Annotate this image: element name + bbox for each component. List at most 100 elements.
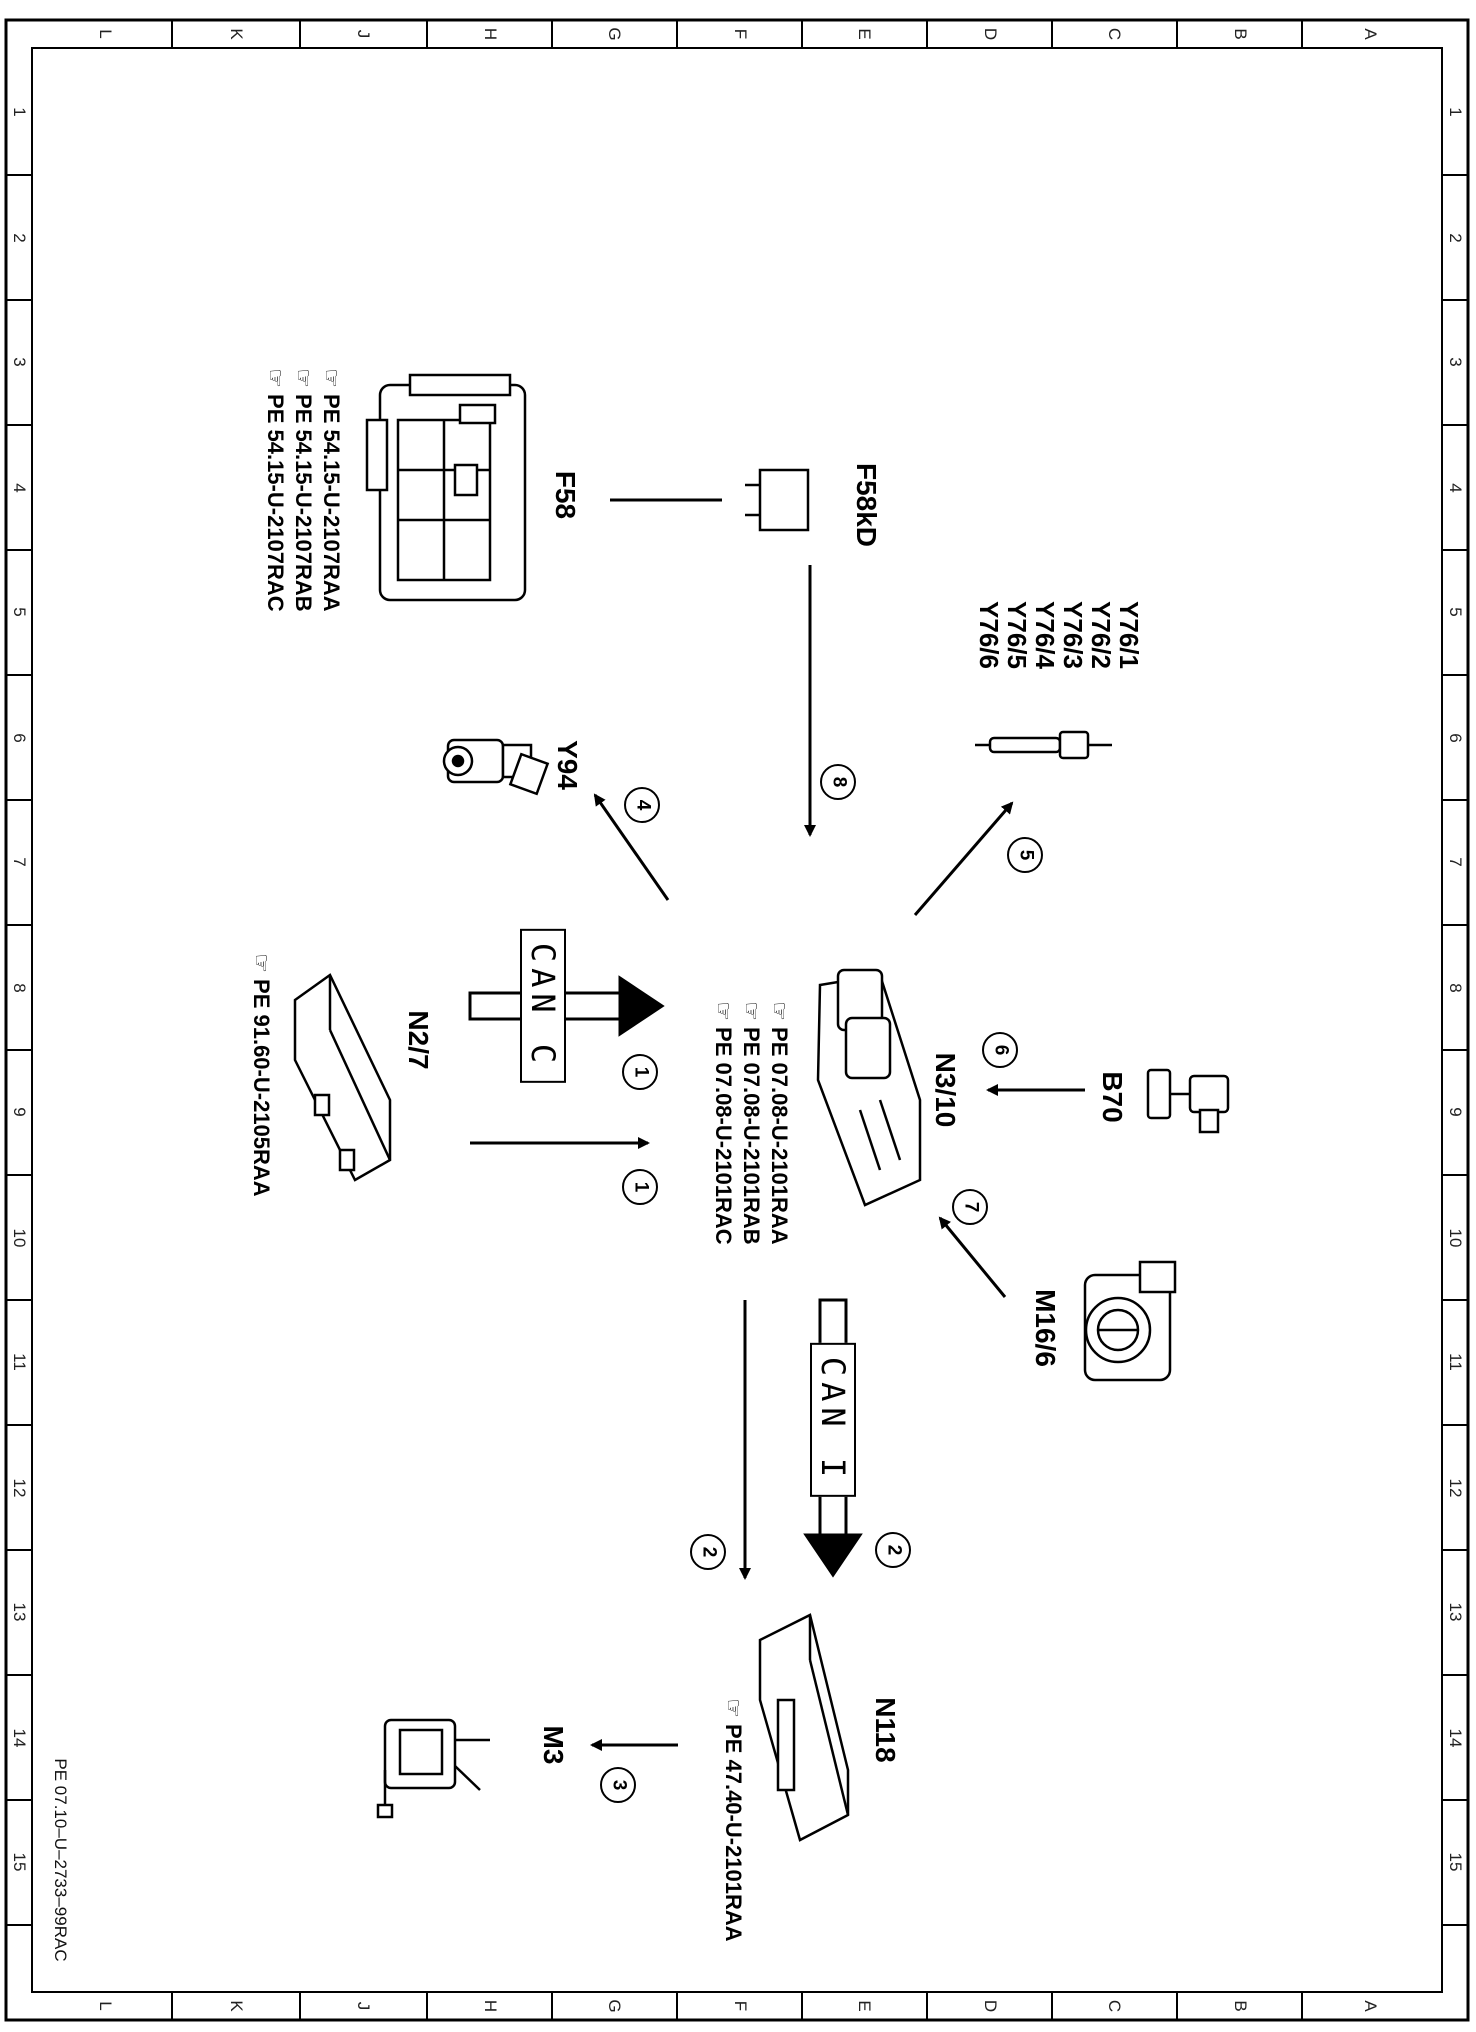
n118-ref-1[interactable]: PE 47.40-U-2101RAA <box>721 1724 746 1942</box>
n310-label: N3/10 <box>930 1052 961 1128</box>
n310-ref-2[interactable]: PE 07.08-U-2101RAB <box>739 1027 764 1245</box>
row-label-left-4: 4 <box>10 483 29 493</box>
row-label-left-3: 3 <box>10 357 29 367</box>
col-label-bottom-f: F <box>731 2000 750 2012</box>
n310-ref-1[interactable]: PE 07.08-U-2101RAA <box>767 1027 792 1245</box>
row-label-right-1: 1 <box>1446 107 1465 117</box>
col-label-top-e: E <box>855 28 874 40</box>
m3-fuel-pump <box>376 1718 490 1819</box>
f58-ref-3[interactable]: PE 54.15-U-2107RAC <box>263 394 288 612</box>
row-label-right-10: 10 <box>1446 1228 1465 1248</box>
y76-label-5: Y76/5 <box>1002 601 1032 669</box>
pointing-hand-icon: ☞ <box>767 1001 792 1022</box>
col-label-bottom-l: L <box>96 2001 115 2011</box>
f58-ref-1[interactable]: PE 54.15-U-2107RAA <box>319 394 344 612</box>
signal-number-7: 7 <box>952 1189 988 1225</box>
row-label-left-8: 8 <box>10 983 29 993</box>
row-label-left-11: 11 <box>10 1353 29 1371</box>
signal-number-1-wire: 1 <box>622 1169 658 1205</box>
row-label-right-6: 6 <box>1446 733 1465 743</box>
pointing-hand-icon: ☞ <box>291 368 316 389</box>
row-label-left-6: 6 <box>10 733 29 743</box>
pointing-hand-icon: ☞ <box>319 368 344 389</box>
document-id: PE 07.10–U–2733–99RAC <box>51 1758 70 1962</box>
row-label-left-15: 15 <box>10 1852 29 1872</box>
row-label-left-2: 2 <box>10 233 29 243</box>
y94-quantity-control-valve <box>442 738 550 796</box>
signal-number-2-can: 2 <box>875 1532 911 1568</box>
m166-throttle-valve-actuator <box>1083 1260 1177 1382</box>
row-label-right-15: 15 <box>1446 1852 1465 1872</box>
col-label-top-k: K <box>227 28 246 40</box>
row-label-right-4: 4 <box>1446 483 1465 493</box>
pointing-hand-icon: ☞ <box>249 953 274 974</box>
col-label-bottom-a: A <box>1361 2000 1380 2012</box>
row-label-left-7: 7 <box>10 857 29 867</box>
frame-border <box>4 18 1470 2022</box>
pointing-hand-icon: ☞ <box>739 1001 764 1022</box>
signal-number-5: 5 <box>1007 837 1043 873</box>
f58-reference-list: ☞PE 54.15-U-2107RAA ☞PE 54.15-U-2107RAB … <box>258 368 344 612</box>
f58-ref-row: ☞ PE 54.15-U-2107RAB <box>286 368 316 612</box>
row-label-right-11: 11 <box>1446 1353 1465 1371</box>
m166-label: M16/6 <box>1030 1289 1061 1367</box>
f58-fuse-relay-box <box>365 373 527 602</box>
row-label-right-8: 8 <box>1446 983 1465 993</box>
pointing-hand-icon: ☞ <box>263 368 288 389</box>
n27-ref-row: ☞ PE 91.60-U-2105RAA <box>244 953 274 1197</box>
row-label-right-9: 9 <box>1446 1107 1465 1117</box>
col-label-bottom-k: K <box>227 2000 246 2012</box>
n118-label: N118 <box>870 1697 901 1763</box>
b70-crankshaft-sensor <box>1146 1068 1230 1134</box>
n27-label: N2/7 <box>403 1010 434 1070</box>
can-i-bus-label: CAN I <box>810 1342 856 1498</box>
y76-label-4: Y76/4 <box>1030 601 1060 669</box>
row-label-left-13: 13 <box>10 1602 29 1622</box>
n27-restraint-control-unit <box>293 973 392 1182</box>
arrow-5-n310-to-y76 <box>913 801 1014 916</box>
can-c-bus-arrow <box>468 975 665 1037</box>
f58-ref-row: ☞ PE 54.15-U-2107RAA <box>314 368 344 612</box>
n310-cdi-control-unit <box>816 968 922 1207</box>
row-label-right-13: 13 <box>1446 1602 1465 1622</box>
y94-label: Y94 <box>552 740 583 790</box>
n310-ref-row: ☞ PE 07.08-U-2101RAA <box>762 1001 792 1245</box>
row-label-left-12: 12 <box>10 1478 29 1498</box>
grid-ticks <box>6 20 1468 2020</box>
f58-ref-2[interactable]: PE 54.15-U-2107RAB <box>291 394 316 612</box>
signal-number-8: 8 <box>820 764 856 800</box>
pointing-hand-icon: ☞ <box>721 1698 746 1719</box>
signal-number-1-can: 1 <box>622 1054 658 1090</box>
col-label-bottom-h: H <box>481 1999 500 2013</box>
col-label-top-l: L <box>96 29 115 39</box>
col-label-bottom-j: J <box>354 2001 373 2011</box>
signal-number-2-wire: 2 <box>690 1534 726 1570</box>
col-label-top-h: H <box>481 27 500 41</box>
n310-ref-3[interactable]: PE 07.08-U-2101RAC <box>711 1027 736 1245</box>
n27-ref-1[interactable]: PE 91.60-U-2105RAA <box>249 979 274 1197</box>
n310-reference-list: ☞PE 07.08-U-2101RAA ☞PE 07.08-U-2101RAB … <box>706 1001 792 1245</box>
row-label-right-3: 3 <box>1446 357 1465 367</box>
n118-fuel-pump-control-unit <box>758 1613 850 1842</box>
col-label-top-d: D <box>981 27 1000 41</box>
y76-label-1: Y76/1 <box>1114 601 1144 669</box>
signal-number-4: 4 <box>624 787 660 823</box>
y76-label-list: Y76/1 Y76/2 Y76/3 Y76/4 Y76/5 Y76/6 <box>974 601 1144 669</box>
row-label-right-2: 2 <box>1446 233 1465 243</box>
n310-ref-row: ☞ PE 07.08-U-2101RAB <box>734 1001 764 1245</box>
arrow-4-n310-to-y94 <box>593 793 670 901</box>
col-label-bottom-g: G <box>605 1999 624 2013</box>
col-label-top-j: J <box>354 29 373 39</box>
col-label-top-g: G <box>605 27 624 41</box>
can-c-bus-label: CAN C <box>520 928 566 1084</box>
n118-reference-list: ☞ PE 47.40-U-2101RAA <box>716 1698 746 1942</box>
pointing-hand-icon: ☞ <box>711 1001 736 1022</box>
row-label-left-9: 9 <box>10 1107 29 1117</box>
col-label-bottom-b: B <box>1231 2000 1250 2012</box>
signal-arrows <box>470 498 1085 1751</box>
f58kd-label: F58kD <box>851 462 882 548</box>
f58-label: F58 <box>550 470 581 520</box>
col-label-top-b: B <box>1231 28 1250 40</box>
m3-label: M3 <box>538 1725 569 1765</box>
y76-injector <box>975 730 1112 760</box>
